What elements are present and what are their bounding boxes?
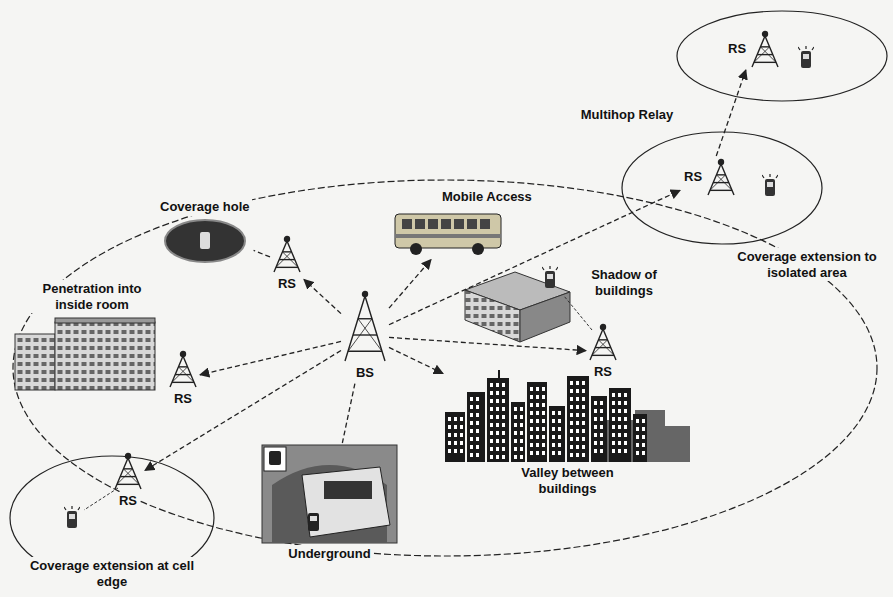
node-icon bbox=[445, 370, 690, 462]
tower-symbol bbox=[274, 237, 300, 273]
relay-link bbox=[389, 260, 431, 309]
mobile-phone bbox=[200, 232, 210, 249]
station-node: RS bbox=[682, 158, 736, 196]
mobile-phone bbox=[798, 46, 814, 68]
node-label: RS bbox=[172, 390, 194, 408]
scenario-label: Coverage extension to isolated area bbox=[725, 248, 889, 281]
isolated-area bbox=[677, 11, 887, 101]
subway-picture bbox=[262, 445, 397, 543]
scenario-label: Penetration into inside room bbox=[25, 280, 159, 313]
station-node: RS bbox=[588, 323, 618, 381]
scenario-label: Multihop Relay bbox=[565, 106, 689, 124]
relay-link bbox=[200, 341, 341, 374]
scenario-node: Mobile Access bbox=[392, 188, 534, 258]
mobile-phone bbox=[762, 174, 778, 196]
scenario-node: Coverage hole bbox=[158, 198, 252, 264]
mobile-phone bbox=[542, 266, 558, 288]
tower-symbol bbox=[752, 32, 778, 68]
node-icon bbox=[168, 350, 198, 388]
node-label: Valley between buildings bbox=[491, 464, 645, 497]
relay-link bbox=[389, 347, 443, 373]
scenario-node: Underground bbox=[262, 445, 397, 563]
office-building bbox=[15, 318, 155, 390]
station-node: RS bbox=[726, 30, 780, 68]
station-node: RS bbox=[272, 235, 302, 293]
node-icon bbox=[392, 208, 504, 258]
tower-symbol bbox=[590, 325, 616, 361]
node-label: RS bbox=[726, 40, 748, 58]
city-buildings bbox=[445, 370, 690, 462]
node-icon bbox=[163, 218, 247, 264]
node-label: RS bbox=[682, 168, 704, 186]
cell-boundary bbox=[13, 180, 877, 556]
station-node: RS bbox=[168, 350, 198, 408]
node-icon bbox=[113, 452, 143, 490]
relay-link bbox=[716, 70, 746, 156]
relay-link bbox=[389, 190, 680, 324]
node-icon bbox=[588, 323, 618, 361]
tower-symbol bbox=[345, 292, 385, 362]
coverage-hole-shape bbox=[165, 220, 245, 262]
node-label: RS bbox=[117, 492, 139, 510]
node-label: Underground bbox=[286, 545, 372, 563]
relay-link bbox=[254, 250, 270, 257]
node-label: RS bbox=[276, 275, 298, 293]
station-node: RS bbox=[113, 452, 143, 510]
tower-symbol bbox=[170, 352, 196, 388]
access-link bbox=[84, 488, 118, 510]
access-link bbox=[564, 296, 592, 330]
node-label: RS bbox=[592, 363, 614, 381]
scenario-label: Coverage extension at cell edge bbox=[25, 557, 199, 590]
node-icon bbox=[343, 290, 387, 362]
tower-symbol bbox=[708, 160, 734, 196]
relay-link bbox=[342, 384, 355, 443]
tower-symbol bbox=[115, 454, 141, 490]
station-node: BS bbox=[343, 290, 387, 382]
node-icon bbox=[750, 30, 780, 68]
relay-link bbox=[304, 279, 341, 313]
extension-area bbox=[622, 132, 822, 244]
node-icon bbox=[706, 158, 736, 196]
node-label: BS bbox=[354, 364, 376, 382]
bus-picture bbox=[395, 214, 501, 255]
relay-link bbox=[389, 337, 586, 350]
node-label: Mobile Access bbox=[440, 188, 534, 206]
scenario-node: Valley between buildings bbox=[445, 370, 690, 497]
scenario-label: Shadow of buildings bbox=[576, 266, 672, 299]
mobile-phone bbox=[64, 506, 80, 528]
node-icon bbox=[272, 235, 302, 273]
node-icon bbox=[262, 445, 397, 543]
node-label: Coverage hole bbox=[158, 198, 252, 216]
